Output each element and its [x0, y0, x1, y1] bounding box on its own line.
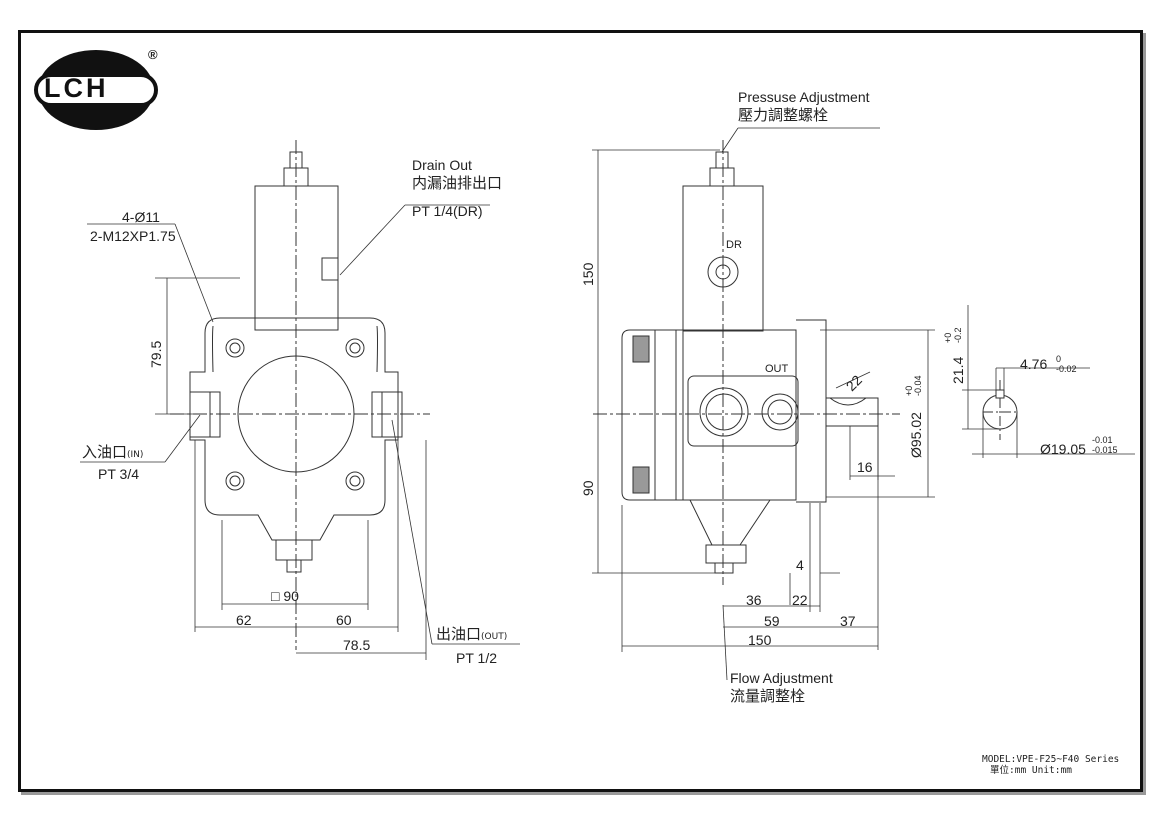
key-width-dim: 4.76	[1020, 356, 1048, 372]
drawing-frame	[18, 30, 1143, 792]
out-port-label: OUT	[765, 363, 789, 375]
dim-square-90: □ 90	[271, 588, 299, 604]
outlet-tag: (OUT)	[481, 632, 508, 642]
dim-79-5: 79.5	[148, 340, 164, 368]
shaft-diameter-dim: Ø19.05	[1040, 441, 1086, 457]
dim-37: 37	[840, 613, 856, 629]
outlet-cn-text: 出油口	[436, 625, 482, 643]
inlet-cn-label: 入油口(IN)	[82, 444, 143, 460]
outlet-port-spec: PT 1/2	[456, 650, 497, 666]
key-height-tol-lower: -0.2	[953, 327, 963, 343]
flow-adjustment-label: Flow Adjustment	[730, 670, 833, 686]
shaft-dia-tol-upper: -0.01	[1092, 435, 1113, 445]
drain-out-label: Drain Out	[412, 157, 472, 173]
flow-adjustment-cn-label: 流量調整栓	[730, 687, 806, 705]
dim-16: 16	[857, 459, 873, 475]
dim-36: 36	[746, 592, 762, 608]
pressure-adjustment-cn-label: 壓力調整螺栓	[738, 106, 829, 124]
key-width-tol-upper: 0	[1056, 354, 1062, 364]
dim-62: 62	[236, 612, 252, 628]
dim-78-5: 78.5	[343, 637, 371, 653]
key-height-tol-upper: +0	[943, 332, 953, 343]
unit-label: 單位:mm Unit:mm	[990, 765, 1072, 776]
dim-150-vertical: 150	[580, 262, 596, 286]
dim-150-horizontal: 150	[748, 632, 772, 648]
model-label: MODEL:VPE-F25~F40 Series	[982, 754, 1120, 765]
dim-diameter-95: Ø95.02	[908, 412, 924, 458]
shaft-dia-tol-lower: -0.015	[1092, 445, 1118, 455]
dim-59: 59	[764, 613, 780, 629]
registered-mark: ®	[148, 47, 158, 62]
inlet-cn-text: 入油口	[82, 443, 128, 461]
lch-logo	[32, 50, 167, 130]
side-view-dimension-lines	[592, 128, 935, 680]
front-view-pump	[170, 140, 430, 650]
dim-60: 60	[336, 612, 352, 628]
logo-text: LCH	[44, 73, 109, 103]
shaft-detail-dimension-lines	[962, 305, 1135, 458]
dim-22: 22	[792, 592, 808, 608]
outlet-cn-label: 出油口(OUT)	[436, 626, 507, 642]
pressure-adjustment-label: Pressuse Adjustment	[738, 89, 870, 105]
dim-90-vertical: 90	[580, 480, 596, 496]
inlet-port-spec: PT 3/4	[98, 466, 139, 482]
key-height-dim: 21.4	[950, 356, 966, 384]
inlet-tag: (IN)	[127, 450, 144, 460]
bolt-holes-label: 4-Ø11	[122, 209, 160, 225]
key-width-tol-lower: -0.02	[1056, 364, 1077, 374]
dim-4: 4	[796, 557, 804, 573]
front-view-dimension-lines	[80, 205, 520, 660]
drain-port-spec: PT 1/4(DR)	[412, 203, 483, 219]
bolt-thread-label: 2-M12XP1.75	[90, 228, 176, 244]
dim-95-tol-lower: -0.04	[913, 375, 923, 396]
shaft-section-detail	[983, 380, 1017, 440]
side-view-pump	[593, 140, 900, 585]
dr-port-label: DR	[726, 239, 742, 251]
drain-out-cn-label: 内漏油排出口	[412, 174, 503, 192]
